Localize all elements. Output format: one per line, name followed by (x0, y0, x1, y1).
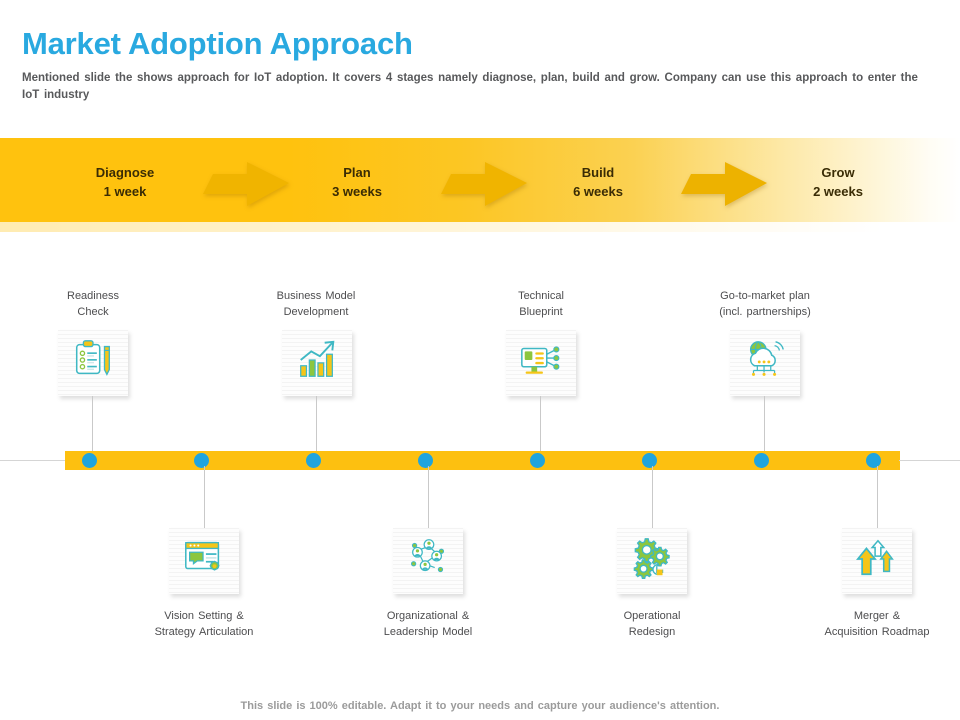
stage-name: Build (581, 165, 615, 180)
stage-name: Diagnose (95, 165, 155, 180)
top-node-label-1: Readiness Check (67, 290, 119, 318)
page-subtitle: Mentioned slide the shows approach for I… (22, 72, 918, 101)
stage-duration: 6 weeks (573, 184, 623, 199)
stage-item-grow[interactable]: Grow 2 weeks (768, 163, 908, 201)
top-node-tile-1[interactable] (58, 330, 128, 396)
top-connector-3 (540, 396, 541, 458)
bottom-node-label-3: Operational Redesign (623, 610, 681, 638)
timeline-dot[interactable] (194, 453, 209, 468)
org-network-people-icon (410, 539, 445, 573)
stage-item-plan[interactable]: Plan 3 weeks (287, 163, 427, 201)
bottom-connector-3 (652, 466, 653, 528)
stage-name: Grow (821, 165, 855, 180)
top-node-label-4: Go-to-market plan (incl. partnerships) (719, 290, 811, 318)
stage-name: Plan (343, 165, 371, 180)
top-node-label-3: Technical Blueprint (518, 290, 564, 318)
gears-settings-icon (633, 538, 670, 579)
clipboard-checklist-icon (75, 340, 110, 376)
bottom-node-tile-4[interactable] (842, 528, 912, 594)
timeline-bar (65, 451, 900, 470)
stage-duration: 1 week (103, 184, 147, 199)
timeline-dot[interactable] (642, 453, 657, 468)
stage-duration: 2 weeks (813, 184, 863, 199)
stage-band-fade (0, 222, 960, 232)
timeline-dot[interactable] (82, 453, 97, 468)
top-node-tile-2[interactable] (282, 330, 352, 396)
stage-item-build[interactable]: Build 6 weeks (528, 163, 668, 201)
browser-chat-gear-icon (185, 541, 220, 571)
timeline-dot[interactable] (418, 453, 433, 468)
timeline-dot[interactable] (306, 453, 321, 468)
bottom-connector-1 (204, 466, 205, 528)
bottom-connector-2 (428, 466, 429, 528)
cloud-globe-iot-icon (749, 341, 784, 376)
timeline-rule-left (0, 460, 66, 461)
bottom-node-tile-1[interactable] (169, 528, 239, 594)
footer-note: This slide is 100% editable. Adapt it to… (240, 700, 720, 712)
top-node-label-2: Business Model Development (276, 290, 356, 318)
bottom-node-tile-2[interactable] (393, 528, 463, 594)
top-connector-4 (764, 396, 765, 458)
timeline-dot[interactable] (754, 453, 769, 468)
growth-bar-chart-icon (300, 340, 335, 377)
stage-duration: 3 weeks (332, 184, 382, 199)
top-connector-1 (92, 396, 93, 458)
stage-arrow-icon-2 (441, 162, 527, 206)
timeline-rule-right (899, 460, 960, 461)
timeline-dot[interactable] (866, 453, 881, 468)
bottom-node-tile-3[interactable] (617, 528, 687, 594)
bottom-node-label-2: Organizational & Leadership Model (383, 610, 473, 638)
top-node-tile-4[interactable] (730, 330, 800, 396)
timeline-dot[interactable] (530, 453, 545, 468)
bottom-node-label-4: Merger & Acquisition Roadmap (824, 610, 930, 638)
page-title: Market Adoption Approach (22, 26, 413, 61)
stage-item-diagnose[interactable]: Diagnose 1 week (55, 163, 195, 201)
stage-arrow-icon-3 (681, 162, 767, 206)
slide-header: Market Adoption Approach Mentioned slide… (0, 0, 960, 130)
stage-arrow-icon-1 (203, 162, 289, 206)
bottom-connector-4 (877, 466, 878, 528)
bottom-node-label-1: Vision Setting & Strategy Articulation (154, 610, 254, 638)
top-connector-2 (316, 396, 317, 458)
up-arrows-growth-icon (856, 539, 894, 576)
top-node-tile-3[interactable] (506, 330, 576, 396)
monitor-network-icon (521, 346, 560, 374)
